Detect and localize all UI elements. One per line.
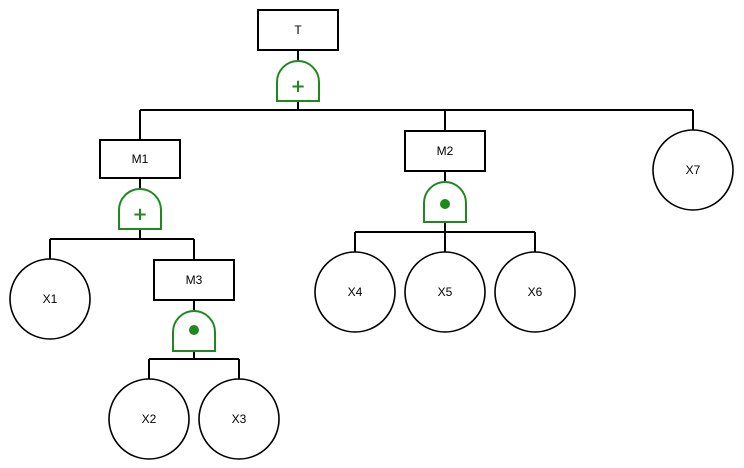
gate-m2 xyxy=(423,181,467,223)
or-gate-shape xyxy=(276,60,320,102)
event-label: T xyxy=(294,23,302,37)
event-x5[interactable]: X5 xyxy=(404,251,486,333)
or-gate-shape xyxy=(118,188,162,230)
connector-lines xyxy=(49,50,694,379)
event-m3[interactable]: M3 xyxy=(153,259,235,301)
basic-event-circle[interactable] xyxy=(404,251,486,333)
event-x4[interactable]: X4 xyxy=(314,251,396,333)
basic-event-circle[interactable] xyxy=(652,129,734,211)
event-label: M3 xyxy=(186,273,203,287)
event-box[interactable] xyxy=(153,259,235,301)
event-label: X5 xyxy=(438,285,453,299)
event-label: X6 xyxy=(528,285,543,299)
event-x2[interactable]: X2 xyxy=(108,378,190,460)
event-label: X7 xyxy=(686,163,701,177)
basic-event-circle[interactable] xyxy=(9,258,91,340)
and-gate-dot-icon xyxy=(440,199,450,209)
gate-m1: + xyxy=(118,188,162,230)
basic-event-circle[interactable] xyxy=(314,251,396,333)
event-label: M2 xyxy=(437,144,454,158)
event-label: M1 xyxy=(132,152,149,166)
basic-event-circle[interactable] xyxy=(198,378,280,460)
or-gate-symbol: + xyxy=(132,204,147,225)
event-box[interactable] xyxy=(99,139,181,179)
event-box[interactable] xyxy=(257,9,339,51)
event-x6[interactable]: X6 xyxy=(494,251,576,333)
event-label: X3 xyxy=(232,412,247,426)
event-m1[interactable]: M1 xyxy=(99,139,181,179)
gate-t: + xyxy=(276,60,320,102)
and-gate-dot-icon xyxy=(189,325,199,335)
event-label: X4 xyxy=(348,285,363,299)
event-box[interactable] xyxy=(404,130,486,172)
event-t[interactable]: T xyxy=(257,9,339,51)
basic-event-circle[interactable] xyxy=(494,251,576,333)
event-x7[interactable]: X7 xyxy=(652,129,734,211)
event-x1[interactable]: X1 xyxy=(9,258,91,340)
event-label: X1 xyxy=(43,292,58,306)
basic-event-circle[interactable] xyxy=(108,378,190,460)
event-x3[interactable]: X3 xyxy=(198,378,280,460)
gate-m3 xyxy=(172,310,216,352)
event-m2[interactable]: M2 xyxy=(404,130,486,172)
event-label: X2 xyxy=(142,412,157,426)
or-gate-symbol: + xyxy=(290,76,305,97)
